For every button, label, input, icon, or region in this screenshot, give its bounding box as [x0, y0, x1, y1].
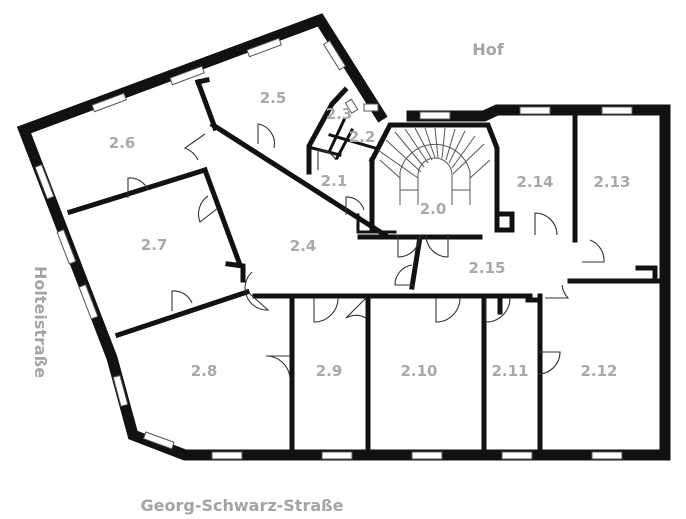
bottom-street-label: Georg-Schwarz-Straße	[141, 496, 344, 515]
room-label-2-4: 2.4	[290, 237, 317, 255]
room-label-2-6: 2.6	[109, 134, 136, 152]
left-street-label: Holteistraße	[31, 266, 50, 378]
room-label-2-0: 2.0	[420, 200, 447, 218]
room-label-2-14: 2.14	[516, 173, 553, 191]
doors	[127, 123, 605, 381]
room-label-2-12: 2.12	[580, 362, 617, 380]
courtyard-label: Hof	[472, 40, 504, 59]
street-labels: Hof Holteistraße Georg-Schwarz-Straße	[31, 40, 505, 515]
room-label-2-7: 2.7	[141, 236, 168, 254]
windows	[34, 37, 633, 460]
room-label-2-3: 2.3	[326, 105, 353, 123]
room-label-2-5: 2.5	[260, 89, 287, 107]
room-label-2-10: 2.10	[400, 362, 437, 380]
room-label-2-13: 2.13	[593, 173, 630, 191]
room-label-2-2: 2.2	[349, 128, 376, 146]
room-label-2-1: 2.1	[321, 172, 348, 190]
room-label-2-9: 2.9	[316, 362, 343, 380]
inner-walls	[66, 77, 668, 458]
room-label-2-8: 2.8	[191, 362, 218, 380]
room-label-2-11: 2.11	[491, 362, 528, 380]
room-label-2-15: 2.15	[468, 259, 505, 277]
room-labels: 2.0 2.1 2.2 2.3 2.4 2.5 2.6 2.7 2.8 2.9 …	[109, 89, 631, 380]
staircase	[377, 127, 491, 205]
